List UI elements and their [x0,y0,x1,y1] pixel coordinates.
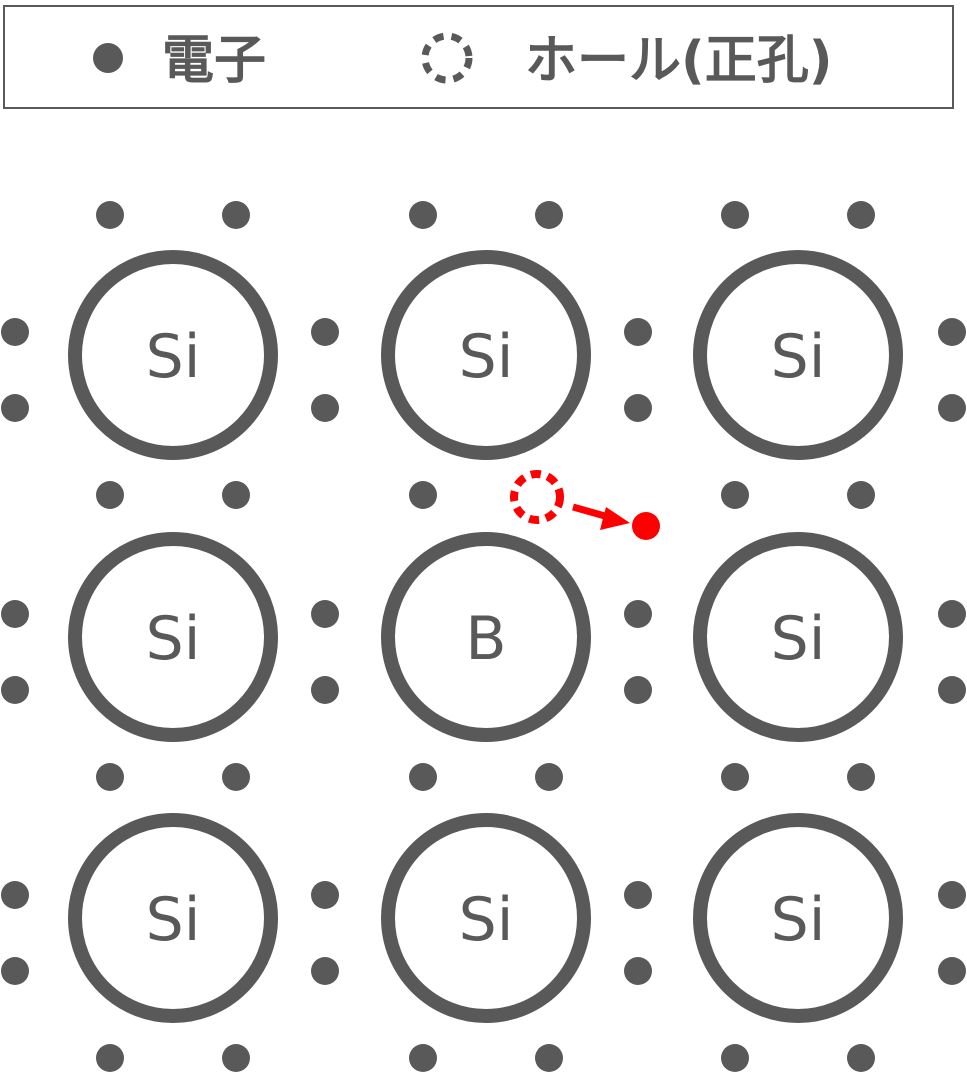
electron [311,394,339,422]
electron [938,600,966,628]
electron [222,201,250,229]
electron [1,881,29,909]
atom-circle [381,250,591,460]
hole-legend-label: ホール(正孔) [525,31,833,91]
legend: 電子 ホール(正孔) [3,5,954,109]
electron [847,763,875,791]
electron [624,881,652,909]
electron [938,957,966,985]
atom-circle [381,813,591,1023]
electron [1,394,29,422]
electron-legend-label: 電子 [162,31,266,91]
atom-label: Si [771,322,826,392]
electron [311,881,339,909]
atom-label: Si [459,885,514,955]
electron [938,394,966,422]
atom-circle [381,532,591,742]
atom-label: Si [146,885,201,955]
arrow-head-icon [600,507,630,530]
atom-label: Si [146,604,201,674]
atom-circle [693,250,903,460]
electron [1,957,29,985]
electron [721,1044,749,1072]
atom-label: Si [146,322,201,392]
moved-electron [632,512,660,540]
electron [96,763,124,791]
atom-circle [68,813,278,1023]
electron [96,481,124,509]
atom-label: B [465,604,506,674]
electron [535,201,563,229]
electron [847,201,875,229]
electron [624,676,652,704]
atom-label: Si [459,322,514,392]
electron [721,481,749,509]
electron [535,763,563,791]
electron [938,881,966,909]
electron [311,600,339,628]
electron [409,481,437,509]
electron [409,763,437,791]
hole-legend-icon [421,32,473,84]
electron [624,394,652,422]
electron-legend-icon [93,43,123,73]
electron [938,318,966,346]
electron [847,1044,875,1072]
electron [311,318,339,346]
electron [409,1044,437,1072]
electron [938,676,966,704]
electron [624,957,652,985]
electron [1,600,29,628]
atom-circle [693,532,903,742]
electron [222,1044,250,1072]
atom-circle [68,532,278,742]
electron [311,676,339,704]
electron [409,201,437,229]
atom-label: Si [771,604,826,674]
hole-migration [510,470,660,540]
electron [847,481,875,509]
electron [96,1044,124,1072]
atom-label: Si [771,885,826,955]
electron [222,481,250,509]
electron [624,318,652,346]
hole-icon [510,470,564,524]
electron [1,318,29,346]
electron [311,957,339,985]
electron [721,763,749,791]
atom-circle [68,250,278,460]
electron [1,676,29,704]
legend-box [3,5,954,109]
electron [96,201,124,229]
electron [222,763,250,791]
electron [721,201,749,229]
atom-circle [693,813,903,1023]
electron [535,1044,563,1072]
electron [624,600,652,628]
